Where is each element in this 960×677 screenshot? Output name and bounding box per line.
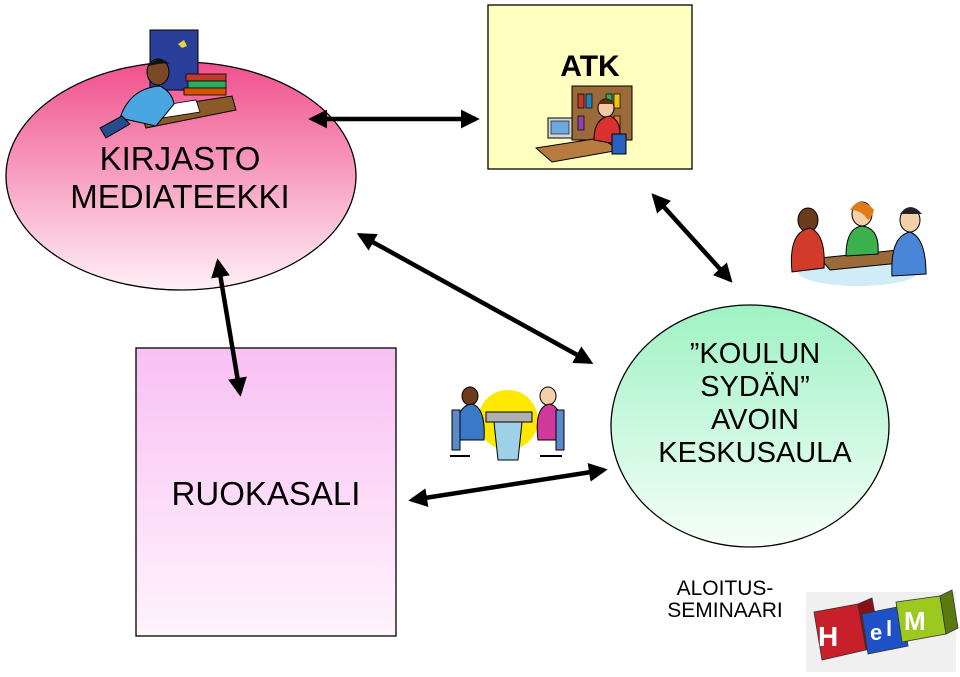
children-at-table-icon: [790, 201, 927, 286]
koulun-line4: KESKUSAULA: [658, 437, 852, 469]
svg-text:l: l: [886, 616, 892, 641]
helm-logo-icon: H e l M: [806, 589, 959, 672]
koulun-line2: SYDÄN”: [700, 371, 810, 403]
computer-user-icon: [534, 85, 633, 163]
aloitus-line2: SEMINAARI: [667, 599, 783, 622]
svg-text:M: M: [904, 606, 926, 636]
kirjasto-line2: MEDIATEEKKI: [70, 178, 290, 215]
atk-label: ATK: [560, 50, 620, 83]
student-reading-icon: [99, 29, 237, 139]
aloitusseminaari-label: ALOITUS- SEMINAARI: [650, 578, 800, 622]
koulun-sydan-node: [610, 304, 890, 548]
arrow-ruokasali-keskusaula: [408, 462, 608, 508]
svg-text:H: H: [818, 621, 838, 652]
kirjasto-line1: KIRJASTO: [99, 140, 261, 177]
meeting-icon: [450, 386, 565, 461]
ruokasali-node: [135, 347, 397, 637]
arrow-kirjasto-keskusaula: [356, 233, 594, 364]
arrow-atk-keskusaula: [651, 193, 733, 283]
koulun-line3: AVOIN: [710, 404, 800, 436]
koulun-line1: ”KOULUN: [689, 338, 821, 370]
kirjasto-label: KIRJASTO MEDIATEEKKI: [40, 140, 320, 216]
koulun-sydan-label: ”KOULUN SYDÄN” AVOIN KESKUSAULA: [620, 338, 890, 470]
aloitus-line1: ALOITUS-: [676, 577, 774, 600]
ruokasali-label: RUOKASALI: [171, 475, 361, 512]
svg-text:e: e: [870, 620, 882, 645]
arrow-kirjasto-ruokasali: [211, 258, 247, 397]
